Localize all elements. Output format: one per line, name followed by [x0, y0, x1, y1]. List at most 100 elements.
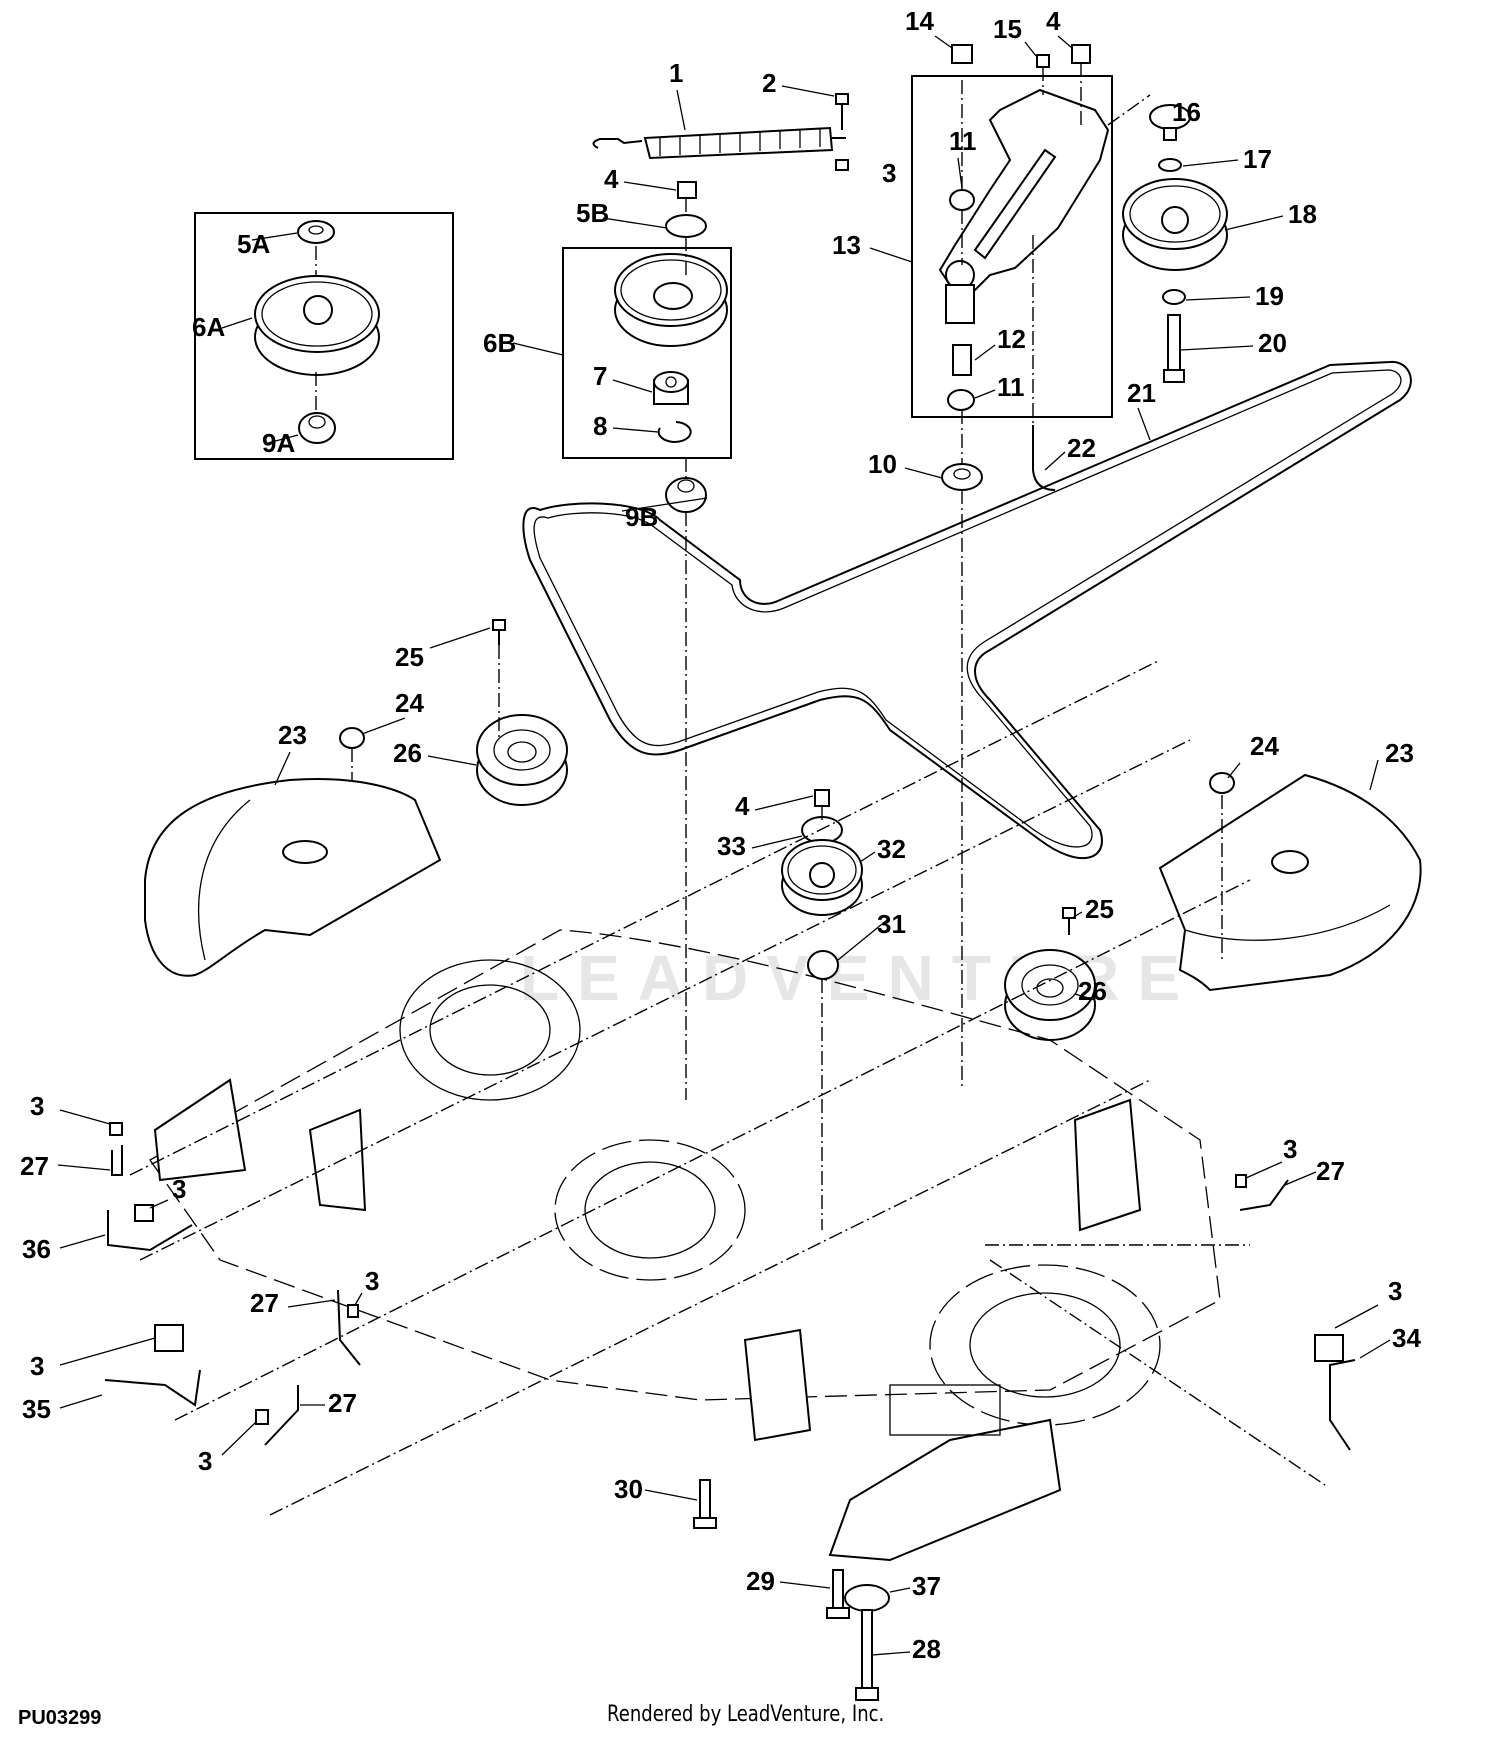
- callout-3-c: 3: [30, 1337, 156, 1381]
- callout-35: 35: [22, 1394, 103, 1424]
- spacer-31-part: [807, 950, 839, 980]
- callout-18: 18: [1224, 199, 1317, 231]
- svg-text:7: 7: [593, 361, 607, 391]
- nut-4-top-part: [1071, 44, 1091, 64]
- callout-15: 15: [993, 14, 1037, 57]
- svg-text:26: 26: [1078, 976, 1107, 1006]
- svg-text:14: 14: [905, 6, 934, 36]
- callout-23-left: 23: [274, 720, 307, 786]
- svg-text:25: 25: [1085, 894, 1114, 924]
- callout-28: 28: [871, 1634, 941, 1664]
- callout-26-right: 26: [1074, 976, 1107, 1006]
- nut-3-g-part: [1314, 1334, 1344, 1362]
- callout-3-f: 3: [1245, 1134, 1297, 1179]
- washer-19-part: [1162, 289, 1186, 305]
- callout-labels: 1 2 3 4 5A 6A 9A 5B 6B 7 8 9B 10 11 11 1…: [20, 6, 1421, 1664]
- pin-22-part: [1032, 425, 1056, 491]
- svg-text:10: 10: [868, 449, 897, 479]
- svg-text:4: 4: [1046, 6, 1061, 36]
- callout-33: 33: [717, 831, 803, 861]
- svg-text:3: 3: [365, 1266, 379, 1296]
- callout-27-a: 27: [20, 1151, 111, 1181]
- callout-27-d: 27: [1284, 1156, 1345, 1186]
- svg-text:32: 32: [877, 834, 906, 864]
- svg-text:3: 3: [172, 1174, 186, 1204]
- callout-26-left: 26: [393, 738, 477, 768]
- callout-8: 8: [593, 411, 659, 441]
- svg-text:29: 29: [746, 1566, 775, 1596]
- bolt-20-part: [1163, 314, 1185, 383]
- svg-text:36: 36: [22, 1234, 51, 1264]
- svg-text:3: 3: [30, 1091, 44, 1121]
- bearing-7-part: [653, 371, 689, 405]
- spacer-9a-part: [298, 412, 336, 444]
- svg-text:34: 34: [1392, 1323, 1421, 1353]
- callout-17: 17: [1182, 144, 1272, 174]
- bolt-28-part: [855, 1609, 879, 1701]
- callout-14: 14: [905, 6, 953, 49]
- callout-19: 19: [1185, 281, 1284, 311]
- mower-deck-part: [149, 929, 1221, 1562]
- callout-6a: 6A: [192, 312, 253, 342]
- callout-1: 1: [669, 58, 686, 131]
- washer-5b-part: [665, 214, 707, 238]
- idler-pulley-18-part: [1122, 178, 1228, 271]
- svg-text:2: 2: [762, 68, 776, 98]
- svg-text:6A: 6A: [192, 312, 225, 342]
- svg-text:12: 12: [997, 324, 1026, 354]
- svg-text:11: 11: [997, 372, 1025, 402]
- callout-4: 4: [604, 164, 677, 194]
- callout-34: 34: [1359, 1323, 1421, 1359]
- bushing-11-upper-part: [949, 189, 975, 211]
- callout-23-right: 23: [1369, 738, 1414, 791]
- svg-text:17: 17: [1243, 144, 1272, 174]
- nut-3-c-part: [154, 1324, 184, 1352]
- callout-5a: 5A: [237, 229, 298, 259]
- callout-11-upper: 11: [949, 126, 977, 189]
- callout-30: 30: [614, 1474, 698, 1504]
- idler-arm-13-part: [938, 88, 1110, 324]
- svg-text:27: 27: [20, 1151, 49, 1181]
- callout-31: 31: [837, 909, 906, 961]
- callout-36: 36: [22, 1234, 106, 1264]
- v-belt-21-part: [522, 360, 1412, 859]
- spacer-9b-part: [665, 477, 707, 513]
- nut-3-f-part: [1235, 1174, 1247, 1188]
- svg-text:3: 3: [198, 1446, 212, 1476]
- callout-20: 20: [1180, 328, 1287, 358]
- nut-4-part: [677, 181, 697, 199]
- svg-text:27: 27: [250, 1288, 279, 1318]
- callout-32: 32: [859, 834, 906, 864]
- sleeve-12-part: [952, 344, 972, 376]
- svg-text:9B: 9B: [625, 502, 658, 532]
- svg-text:28: 28: [912, 1634, 941, 1664]
- svg-text:24: 24: [395, 688, 424, 718]
- callout-25-left: 25: [395, 627, 491, 672]
- svg-text:20: 20: [1258, 328, 1287, 358]
- callout-25-right: 25: [1071, 894, 1114, 924]
- bracket-27-c-part: [264, 1385, 299, 1446]
- callout-9b: 9B: [621, 497, 708, 532]
- svg-text:13: 13: [832, 230, 861, 260]
- callout-9a: 9A: [262, 428, 299, 458]
- svg-text:27: 27: [1316, 1156, 1345, 1186]
- bolt-25-right-part: [1062, 907, 1076, 935]
- callout-37: 37: [889, 1571, 941, 1601]
- washer-37-part: [844, 1584, 890, 1612]
- bushing-10-part: [941, 463, 983, 491]
- nut-3-a-part: [109, 1122, 123, 1136]
- svg-text:3: 3: [1283, 1134, 1297, 1164]
- callout-11-lower: 11: [974, 372, 1025, 402]
- callout-29: 29: [746, 1566, 831, 1596]
- extension-spring-1-part: [592, 126, 846, 160]
- callout-22: 22: [1044, 433, 1096, 471]
- svg-text:21: 21: [1127, 378, 1156, 408]
- svg-text:33: 33: [717, 831, 746, 861]
- svg-text:8: 8: [593, 411, 607, 441]
- dust-shield-5a-part: [297, 220, 335, 244]
- svg-text:23: 23: [278, 720, 307, 750]
- bracket-27-d-part: [1239, 1179, 1289, 1211]
- svg-text:16: 16: [1172, 97, 1201, 127]
- svg-text:25: 25: [395, 642, 424, 672]
- callout-24-right: 24: [1227, 731, 1279, 779]
